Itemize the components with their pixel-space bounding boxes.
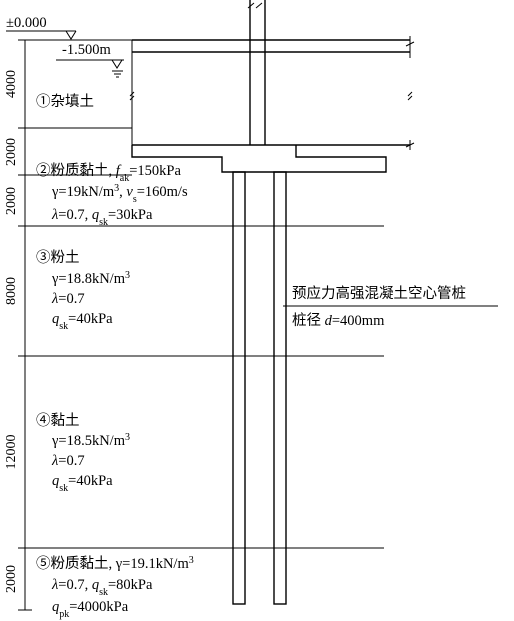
- layer-5-prop: λ=0.7, qsk=80kPa: [51, 577, 153, 598]
- dim-label-6: 2000: [4, 565, 19, 593]
- dim-label-2: 2000: [4, 138, 19, 166]
- layer-4-prop: qsk=40kPa: [52, 473, 113, 494]
- pile-label: 预应力高强混凝土空心管桩 桩径 d=400mm: [283, 284, 498, 329]
- water-table-label: -1.500m: [62, 42, 111, 58]
- ground-elevation-marker: ±0.000: [6, 15, 132, 41]
- pile-right: [273, 171, 287, 605]
- layer-2-prop: λ=0.7, qsk=30kPa: [51, 207, 153, 228]
- layer-3-prop: λ=0.7: [51, 291, 85, 307]
- dim-label-3: 2000: [4, 187, 19, 215]
- ground-elevation-label: ±0.000: [6, 15, 47, 31]
- layer-3-prop: qsk=40kPa: [52, 311, 113, 332]
- layer-4-prop: λ=0.7: [51, 453, 85, 469]
- layer-2-prop: γ=19kN/m3, vs=160m/s: [51, 183, 188, 205]
- layer-boundaries: [25, 127, 384, 549]
- layer-2-name: ②粉质黏土, fak=150kPa: [36, 162, 181, 184]
- pile-label-line1: 预应力高强混凝土空心管桩: [292, 284, 466, 302]
- column: [247, 0, 266, 145]
- layer-4-name: ④黏土: [36, 412, 80, 429]
- layer-5-prop: qpk=4000kPa: [52, 599, 129, 620]
- dim-label-4: 8000: [4, 277, 19, 305]
- layer-3-prop: γ=18.8kN/m3: [51, 270, 130, 288]
- layer-1-name: ①杂填土: [36, 93, 94, 110]
- layer-3-name: ③粉土: [36, 249, 80, 266]
- layer-5-name: ⑤粉质黏土, γ=19.1kN/m3: [36, 555, 194, 573]
- dim-label-5: 12000: [4, 435, 19, 470]
- pile-label-line2: 桩径 d=400mm: [292, 312, 385, 329]
- dim-label-1: 4000: [4, 70, 19, 98]
- basement-structure: [129, 36, 415, 173]
- water-table-marker: -1.500m: [56, 42, 124, 78]
- piles: [232, 171, 287, 605]
- layer-4-prop: γ=18.5kN/m3: [51, 432, 130, 450]
- pile-left: [232, 171, 246, 605]
